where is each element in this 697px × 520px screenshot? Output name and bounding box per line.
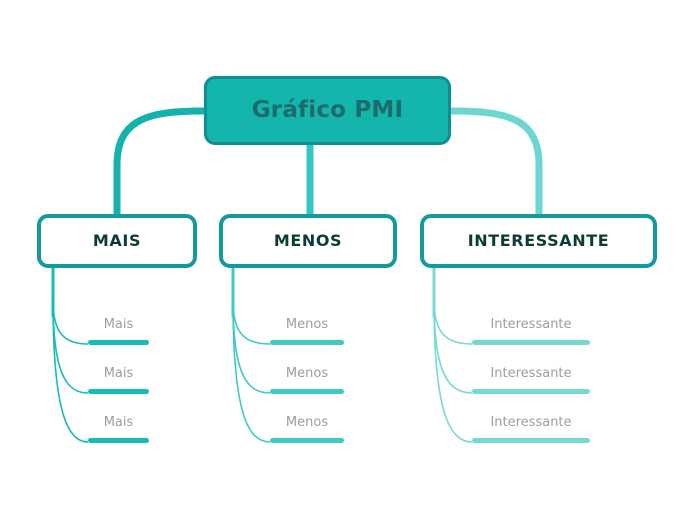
branch-curve-mais-1 bbox=[52, 299, 89, 394]
leaf-item[interactable]: Menos bbox=[270, 416, 344, 443]
branch-curve-mais-2 bbox=[52, 299, 89, 443]
leaf-item[interactable]: Interessante bbox=[472, 367, 590, 394]
leaf-label: Mais bbox=[103, 366, 134, 381]
leaf-item[interactable]: Mais bbox=[88, 416, 149, 443]
branch-curve-interessante-1 bbox=[433, 299, 473, 394]
leaf-item[interactable]: Menos bbox=[270, 318, 344, 345]
leaf-label: Menos bbox=[285, 415, 329, 430]
leaf-underline-bar bbox=[472, 389, 590, 394]
branch-node-menos[interactable]: MENOS bbox=[219, 214, 397, 268]
leaf-label: Interessante bbox=[490, 366, 572, 381]
leaf-underline-bar bbox=[472, 438, 590, 443]
leaf-item[interactable]: Mais bbox=[88, 318, 149, 345]
leaf-label: Menos bbox=[285, 366, 329, 381]
leaf-item[interactable]: Interessante bbox=[472, 318, 590, 345]
leaf-item[interactable]: Menos bbox=[270, 367, 344, 394]
branch-curve-menos-1 bbox=[232, 299, 271, 394]
branch-curve-interessante-0 bbox=[433, 299, 473, 345]
branch-curve-mais-0 bbox=[52, 299, 89, 345]
leaf-underline-bar bbox=[270, 340, 344, 345]
branch-curve-interessante-2 bbox=[433, 299, 473, 443]
leaf-label: Mais bbox=[103, 415, 134, 430]
branch-curve-menos-2 bbox=[232, 299, 271, 443]
root-node[interactable]: Gráfico PMI bbox=[204, 76, 451, 145]
branch-node-label: MENOS bbox=[273, 231, 343, 250]
leaf-underline-bar bbox=[88, 389, 149, 394]
leaf-item[interactable]: Interessante bbox=[472, 416, 590, 443]
branch-node-interessante[interactable]: INTERESSANTE bbox=[420, 214, 657, 268]
leaf-label: Interessante bbox=[490, 317, 572, 332]
leaf-label: Mais bbox=[103, 317, 134, 332]
branch-node-label: INTERESSANTE bbox=[467, 231, 610, 250]
leaf-item[interactable]: Mais bbox=[88, 367, 149, 394]
leaf-underline-bar bbox=[472, 340, 590, 345]
leaf-label: Menos bbox=[285, 317, 329, 332]
branch-node-label: MAIS bbox=[92, 231, 142, 250]
leaf-label: Interessante bbox=[490, 415, 572, 430]
root-node-label: Gráfico PMI bbox=[251, 97, 404, 123]
leaf-underline-bar bbox=[88, 340, 149, 345]
connector-root-to-interessante bbox=[447, 107, 543, 218]
leaf-underline-bar bbox=[270, 438, 344, 443]
branch-curve-menos-0 bbox=[232, 299, 271, 345]
connector-root-to-mais bbox=[113, 107, 208, 218]
leaf-underline-bar bbox=[88, 438, 149, 443]
branch-node-mais[interactable]: MAIS bbox=[37, 214, 197, 268]
leaf-underline-bar bbox=[270, 389, 344, 394]
